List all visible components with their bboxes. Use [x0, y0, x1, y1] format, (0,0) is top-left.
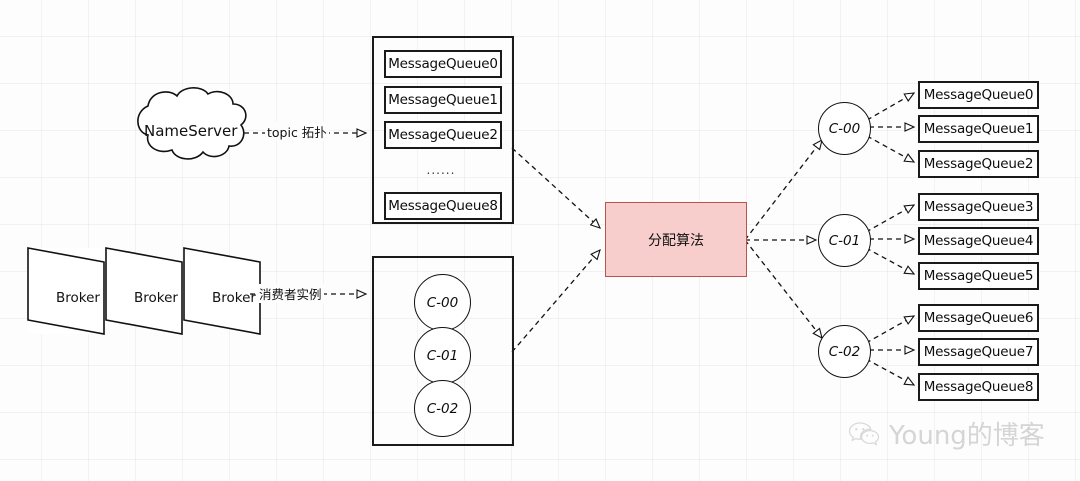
broker-shape-1	[27, 247, 105, 335]
allocated-queue-0-2[interactable]: MessageQueue2	[918, 150, 1039, 178]
allocated-consumer-c00[interactable]: C-00	[818, 102, 871, 155]
queue-item-0[interactable]: MessageQueue0	[384, 50, 502, 78]
consumer-circle-c01[interactable]: C-01	[414, 327, 471, 384]
queue-item-2[interactable]: MessageQueue2	[384, 121, 502, 149]
allocated-queue-0-1[interactable]: MessageQueue1	[918, 115, 1039, 143]
allocated-queue-1-2[interactable]: MessageQueue5	[918, 262, 1039, 290]
allocated-consumer-c02[interactable]: C-02	[818, 325, 871, 378]
consumer-circle-c00[interactable]: C-00	[414, 274, 471, 331]
allocated-queue-2-1[interactable]: MessageQueue7	[918, 338, 1039, 366]
broker-shape-3	[183, 247, 261, 335]
allocation-algorithm-box[interactable]: 分配算法	[605, 202, 747, 277]
edge-c01-to-mq3	[865, 204, 916, 233]
edge-consumers-to-algorithm	[511, 248, 601, 353]
allocated-queue-1-0[interactable]: MessageQueue3	[918, 193, 1039, 221]
consumer-container	[372, 256, 514, 446]
broker-label-1: Broker	[56, 290, 100, 306]
allocated-queue-2-2[interactable]: MessageQueue8	[918, 373, 1039, 401]
allocated-queue-1-1[interactable]: MessageQueue4	[918, 227, 1039, 255]
nameserver-cloud-shape	[137, 87, 247, 160]
allocated-queue-0-0[interactable]: MessageQueue0	[918, 81, 1039, 109]
queue-item-last[interactable]: MessageQueue8	[384, 192, 502, 220]
queue-item-1[interactable]: MessageQueue1	[384, 86, 502, 114]
broker-shape-2	[105, 247, 183, 335]
broker-label-2: Broker	[134, 290, 178, 306]
broker-label-3: Broker	[212, 290, 256, 306]
edge-c01-to-mq5	[865, 247, 916, 275]
consumer-circle-c02[interactable]: C-02	[414, 380, 471, 437]
allocated-queue-2-0[interactable]: MessageQueue6	[918, 304, 1039, 332]
edge-algorithm-to-c02	[744, 239, 823, 340]
allocated-consumer-c01[interactable]: C-01	[818, 214, 871, 267]
nameserver-label: NameServer	[144, 122, 238, 140]
queue-container	[372, 36, 514, 224]
edge-queues-to-algorithm	[511, 147, 602, 229]
edge-c00-to-mq0	[866, 92, 916, 121]
edge-c00-to-mq2	[866, 135, 916, 163]
edge-algorithm-to-c00	[744, 138, 823, 241]
queue-ellipsis: ......	[426, 163, 456, 177]
edge-label-consumer-instance: 消费者实例	[257, 284, 324, 303]
edge-c02-to-mq6	[865, 315, 916, 344]
edge-label-topic: topic 拓扑	[265, 122, 329, 141]
edge-c02-to-mq8	[865, 358, 916, 386]
